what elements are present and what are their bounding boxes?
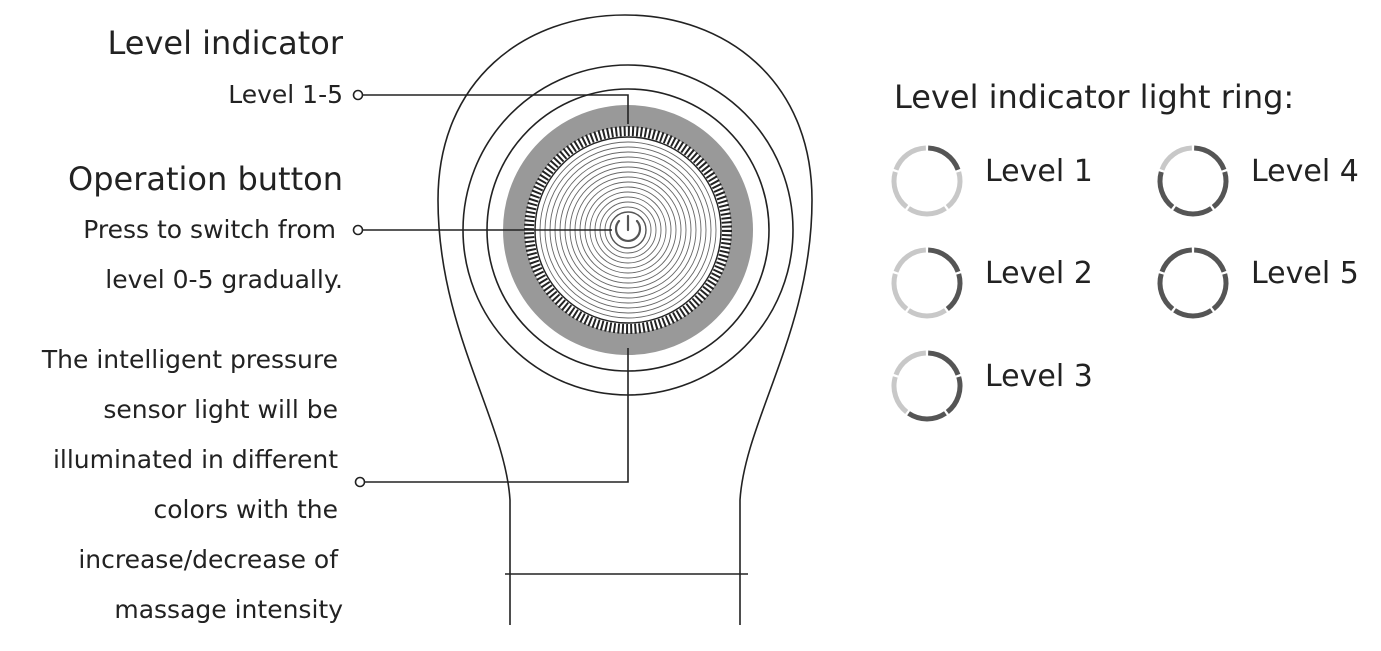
ring-segment-unlit [907,308,947,319]
ring-segment-lit [927,247,961,273]
operation-button-leader-dot [352,224,364,236]
ring-segment-unlit [891,171,909,209]
ring-segment-unlit [893,247,927,273]
level-indicator-leader-dot [352,89,364,101]
ring-segment-lit [1211,273,1229,311]
level-3-label: Level 3 [985,359,1093,394]
pressure-sensor-leader-line [365,348,629,483]
ring-segment-lit [1173,308,1213,319]
ring-segment-unlit [891,273,909,311]
pressure-sensor-desc-line-5: increase/decrease of [78,545,338,574]
level-3-ring [891,350,963,422]
ring-segment-lit [907,411,947,422]
ring-segment-lit [1173,206,1213,217]
ring-segment-unlit [891,376,909,414]
operation-button-desc-line-2: level 0-5 gradually. [105,265,343,294]
ring-segment-lit [927,145,961,171]
ring-segment-unlit [893,145,927,171]
pressure-sensor-desc-line-1: The intelligent pressure [41,345,338,374]
level-4-label: Level 4 [1251,154,1359,189]
pressure-sensor-desc-line-4: colors with the [153,495,338,524]
level-indicator-title: Level indicator [107,24,344,62]
massage-face [539,141,717,319]
ring-segment-lit [1211,171,1229,209]
level-5-ring [1157,247,1229,319]
level-indicator-leader-line [363,94,629,124]
ring-segment-lit [945,273,963,311]
ring-segment-unlit [907,206,947,217]
ring-segment-lit [1193,145,1227,171]
ring-segment-lit [927,350,961,376]
pressure-sensor-desc-line-2: sensor light will be [103,395,338,424]
ring-segment-lit [1157,273,1175,311]
ring-segment-unlit [945,171,963,209]
level-4-ring [1157,145,1229,217]
level-2-ring [891,247,963,319]
power-icon[interactable] [609,211,647,249]
ring-segment-lit [1193,247,1227,273]
level-2-label: Level 2 [985,256,1093,291]
level-5-label: Level 5 [1251,256,1359,291]
operation-button-desc-line-1: Press to switch from [83,215,336,244]
pressure-sensor-desc-line-6: massage intensity [114,595,343,624]
device-body-outline [437,14,813,625]
level-1-label: Level 1 [985,154,1093,189]
operation-button-title: Operation button [68,160,343,198]
ring-segment-lit [1159,247,1193,273]
ring-segment-lit [1157,171,1175,209]
pressure-sensor-desc-line-3: illuminated in different [52,445,338,474]
ring-segment-lit [945,376,963,414]
pressure-sensor-leader-dot [354,476,366,488]
level-1-ring [891,145,963,217]
light-ring-title: Level indicator light ring: [894,78,1295,116]
level-indicator-desc: Level 1-5 [228,80,343,109]
ring-segment-unlit [893,350,927,376]
tick-ring [524,126,732,334]
ring-segment-unlit [1159,145,1193,171]
